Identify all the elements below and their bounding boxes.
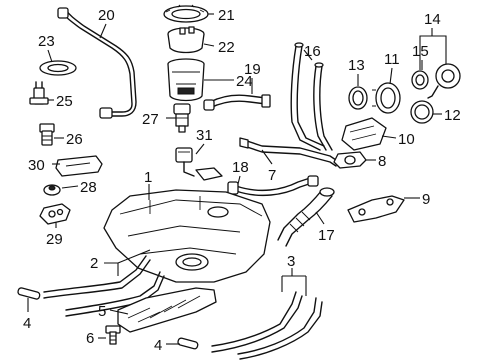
callout-7: 7 xyxy=(268,167,276,184)
part-22-pump-cover xyxy=(167,26,205,54)
part-1-fuel-tank xyxy=(103,189,271,283)
callout-31: 31 xyxy=(196,127,213,144)
callout-25: 25 xyxy=(56,93,73,110)
callout-15: 15 xyxy=(412,43,429,60)
callout-18: 18 xyxy=(232,159,249,176)
part-15-seal xyxy=(411,70,429,90)
part-25-clip xyxy=(29,81,49,105)
callout-9: 9 xyxy=(422,191,430,208)
callout-12: 12 xyxy=(444,107,461,124)
callout-27: 27 xyxy=(142,111,159,128)
part-27-fuel-filter xyxy=(173,103,191,133)
part-31-sender xyxy=(175,147,223,181)
callout-22: 22 xyxy=(218,39,235,56)
callout-3: 3 xyxy=(287,253,295,270)
part-17-filler-hose xyxy=(277,187,335,247)
callout-6: 6 xyxy=(86,330,94,347)
part-23-gasket xyxy=(39,60,77,76)
callout-20: 20 xyxy=(98,7,115,24)
callout-13: 13 xyxy=(348,57,365,74)
callout-30: 30 xyxy=(28,157,45,174)
callout-11: 11 xyxy=(384,51,400,68)
part-30-bracket xyxy=(55,155,103,177)
part-4-bolt-bottom xyxy=(177,337,199,350)
part-19-hose xyxy=(203,94,271,111)
leader-lines xyxy=(27,13,447,345)
callout-14: 14 xyxy=(424,11,441,28)
part-24-pump-module xyxy=(167,58,205,102)
callout-1: 1 xyxy=(144,169,152,186)
callout-28: 28 xyxy=(80,179,97,196)
callout-29: 29 xyxy=(46,231,63,248)
part-9-shield-bracket xyxy=(347,195,405,223)
part-13-o-ring xyxy=(348,86,368,110)
callout-16: 16 xyxy=(304,43,321,60)
part-4-bolt-left xyxy=(17,287,41,300)
part-3-tank-strap xyxy=(211,291,323,360)
callout-23: 23 xyxy=(38,33,55,50)
part-21-lock-ring xyxy=(163,4,209,23)
callout-19: 19 xyxy=(244,61,261,78)
part-11-filler-neck xyxy=(372,82,401,114)
part-7-breather-pipe xyxy=(239,137,337,167)
callout-21: 21 xyxy=(218,7,235,24)
part-26-valve xyxy=(39,123,55,146)
part-14-fuel-cap xyxy=(427,63,461,99)
part-8-clamp xyxy=(333,151,367,169)
part-29-bracket xyxy=(39,203,71,225)
callout-26: 26 xyxy=(66,131,83,148)
part-12-gasket xyxy=(410,100,434,124)
callout-4-bottom: 4 xyxy=(154,337,162,354)
callout-4-left: 4 xyxy=(23,315,31,332)
part-16-filler-pipe xyxy=(290,42,333,151)
part-10-filler-housing xyxy=(341,117,387,151)
part-18-fuel-line xyxy=(227,175,319,196)
callout-8: 8 xyxy=(378,153,386,170)
part-20-vapor-tube xyxy=(57,7,137,119)
callout-labels: 1 2 3 4 4 5 6 7 8 9 10 11 12 13 14 15 16… xyxy=(23,7,461,354)
part-28-grommet xyxy=(43,184,61,196)
part-5-heat-shield xyxy=(117,287,217,333)
callout-2: 2 xyxy=(90,255,98,272)
callout-5: 5 xyxy=(98,303,106,320)
callout-24: 24 xyxy=(236,73,253,90)
callout-10: 10 xyxy=(398,131,415,148)
callout-17: 17 xyxy=(318,227,335,244)
part-6-bolt xyxy=(105,325,121,345)
